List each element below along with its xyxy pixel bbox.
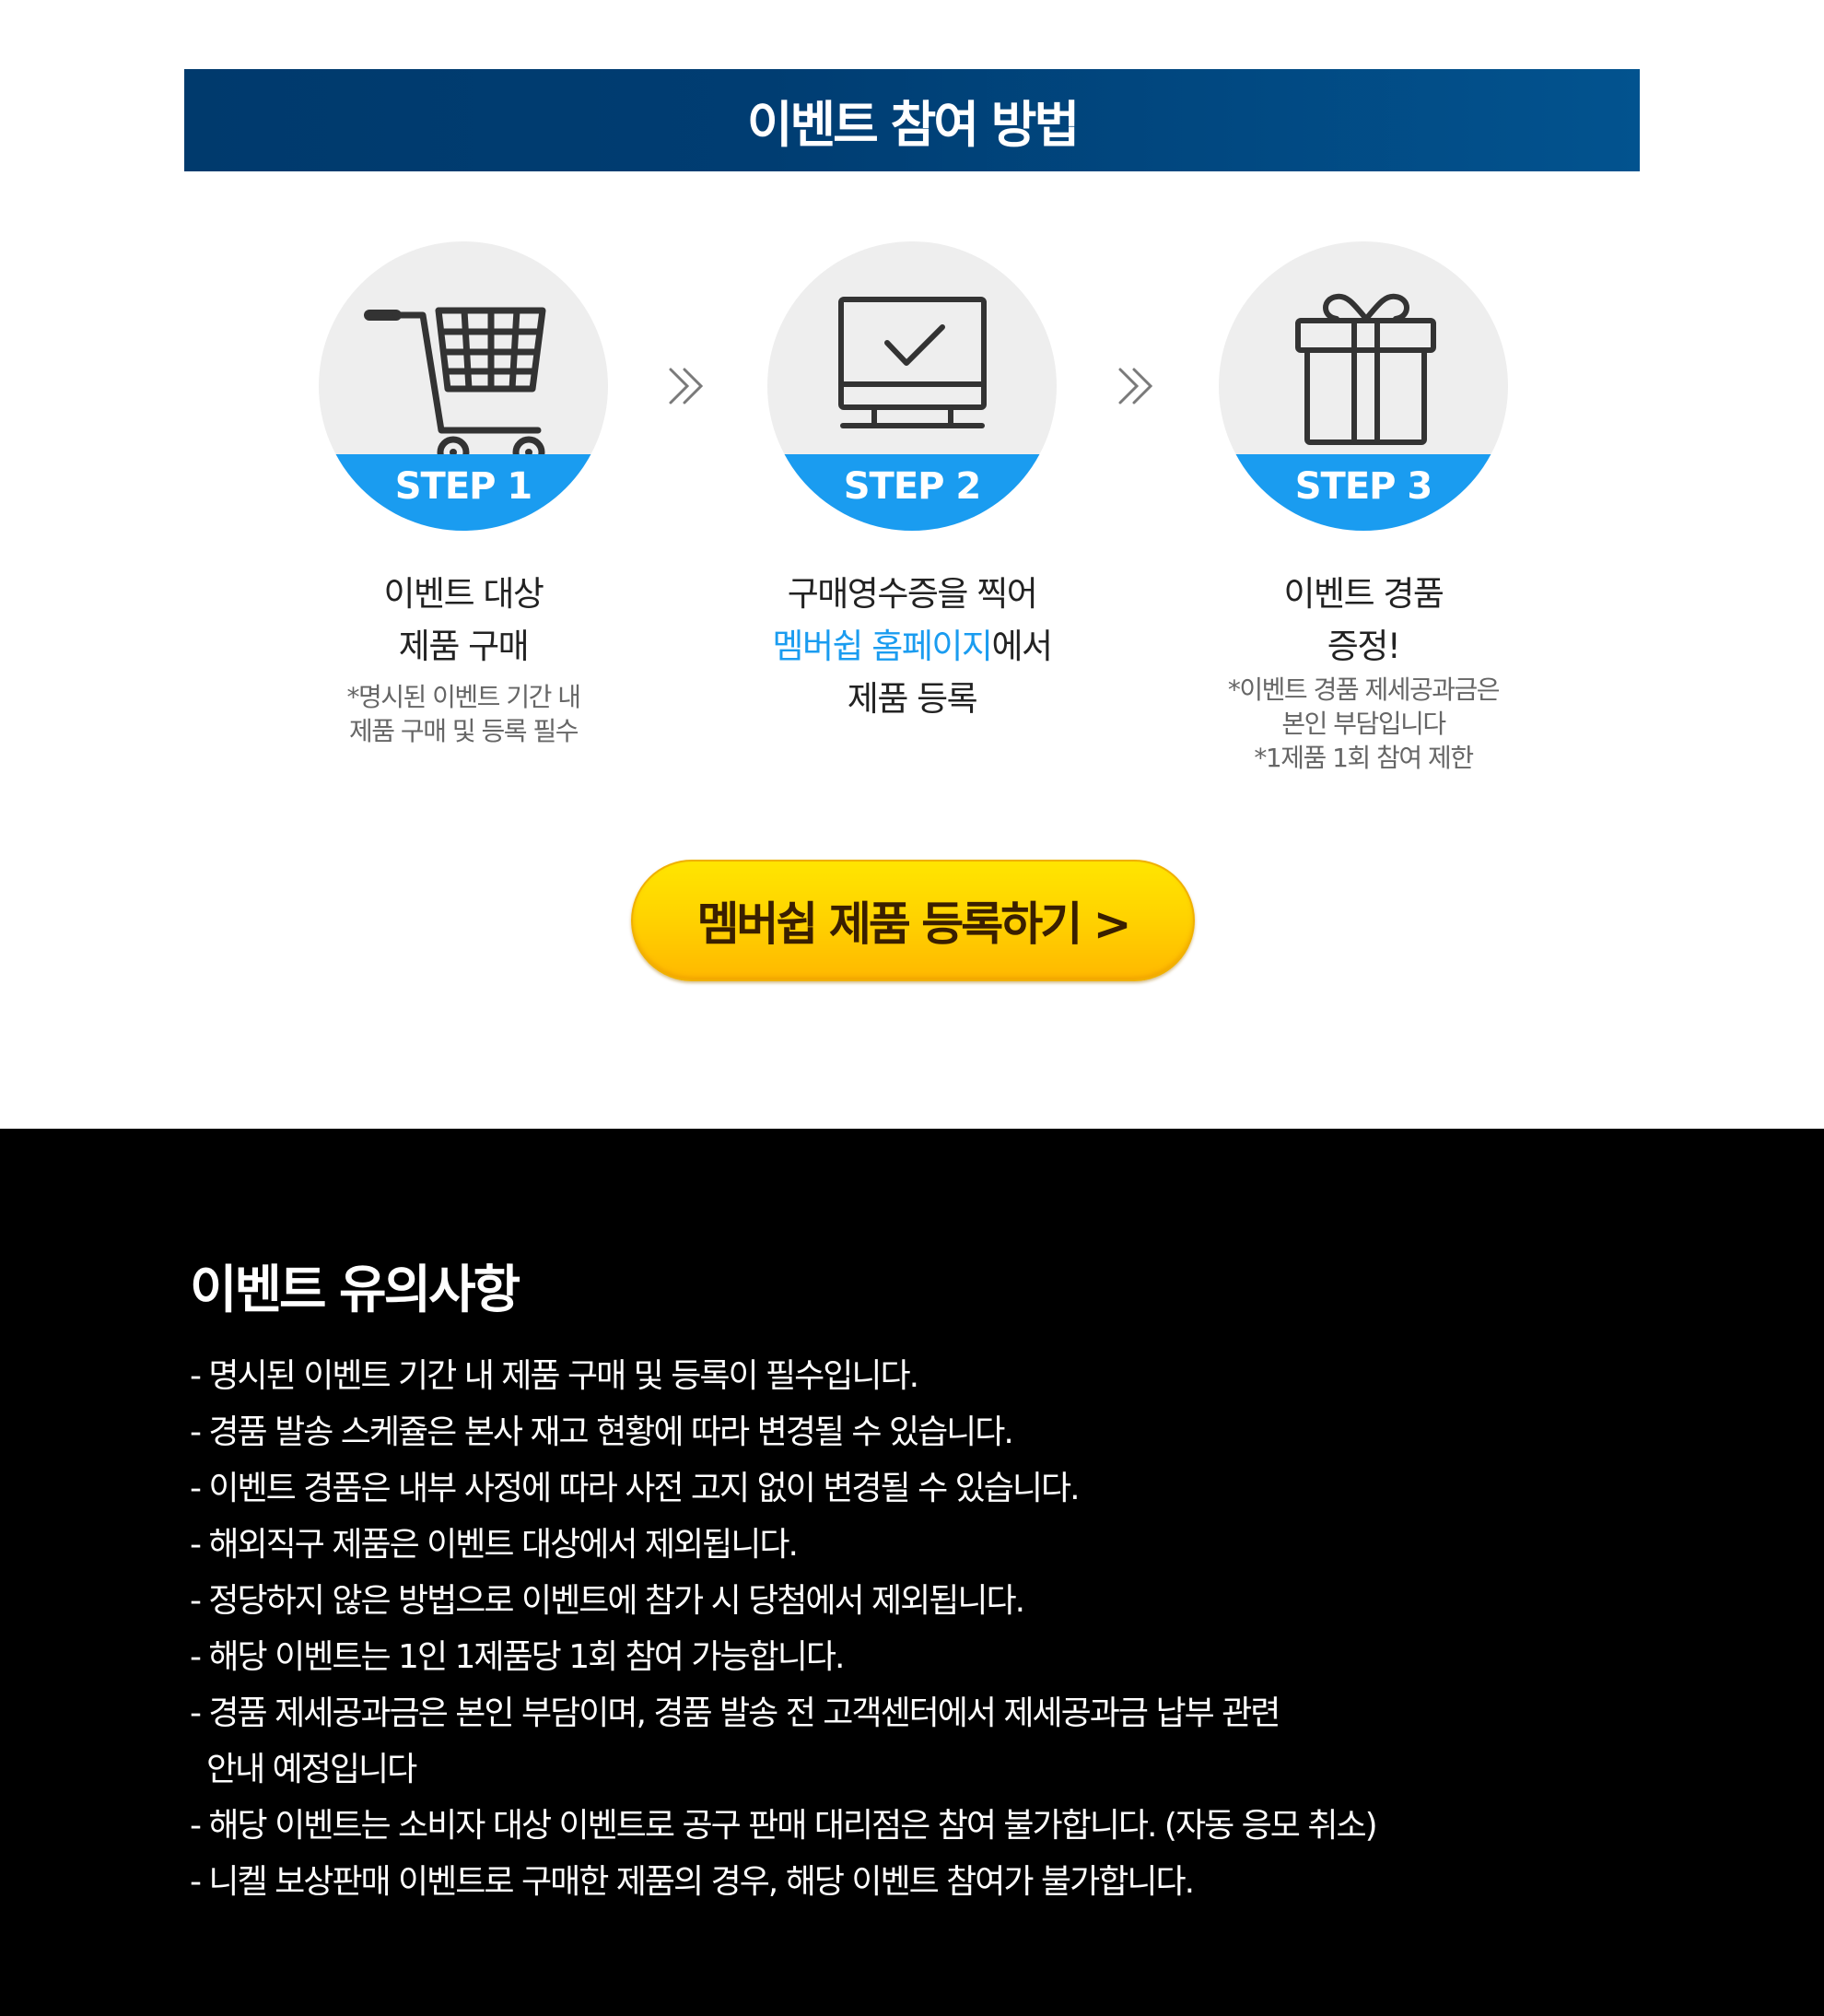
- step-1-title-line-1: 이벤트 대상: [383, 574, 544, 614]
- notice-item: - 니켈 보상판매 이벤트로 구매한 제품의 경우, 해당 이벤트 참여가 불가…: [190, 1863, 1195, 1901]
- step-3-note-line-1: *이벤트 경품 제세공과금은: [1227, 674, 1501, 705]
- notice-item: - 명시된 이벤트 기간 내 제품 구매 및 등록이 필수입니다.: [190, 1357, 919, 1395]
- gift-icon: [1295, 293, 1436, 445]
- section-title: 이벤트 참여 방법: [746, 96, 1080, 154]
- step-1-badge-label: STEP 1: [394, 465, 532, 508]
- step-3-title: 이벤트 경품 증정!: [1170, 568, 1557, 673]
- notice-list: - 명시된 이벤트 기간 내 제품 구매 및 등록이 필수입니다. - 경품 발…: [190, 1348, 1378, 1910]
- step-2-title-line-3: 제품 등록: [847, 679, 978, 719]
- step-2-badge: STEP 2: [767, 454, 1057, 531]
- step-1-title-line-2: 제품 구매: [398, 627, 530, 666]
- step-1-note-line-2: 제품 구매 및 등록 필수: [349, 716, 579, 746]
- monitor-check-icon: [838, 297, 987, 428]
- step-2-title-line-2-rest: 에서: [991, 627, 1053, 666]
- step-1-circle: STEP 1: [319, 241, 608, 531]
- notice-title: 이벤트 유의사항: [190, 1260, 520, 1320]
- step-1-badge: STEP 1: [319, 454, 608, 531]
- notice-item: - 해외직구 제품은 이벤트 대상에서 제외됩니다.: [190, 1526, 799, 1564]
- participation-section: 이벤트 참여 방법: [184, 69, 1640, 981]
- register-button-label: 멤버쉽 제품 등록하기 >: [696, 897, 1131, 951]
- step-2-title-line-2: 멤버쉽 홈페이지에서: [719, 620, 1105, 673]
- notice-item: - 정당하지 않은 방법으로 이벤트에 참가 시 당첨에서 제외됩니다.: [190, 1582, 1025, 1620]
- notice-item: - 경품 제세공과금은 본인 부담이며, 경품 발송 전 고객센터에서 제세공과…: [190, 1694, 1280, 1732]
- notice-item-continuation-text: 안내 예정입니다: [206, 1751, 417, 1788]
- section-header-bar: 이벤트 참여 방법: [184, 69, 1640, 171]
- step-1: STEP 1 이벤트 대상 제품 구매 *명시된 이벤트 기간 내 제품 구매 …: [270, 241, 657, 748]
- register-membership-product-button[interactable]: 멤버쉽 제품 등록하기 >: [631, 860, 1195, 981]
- step-3-note-line-2: 본인 부담입니다: [1281, 709, 1446, 739]
- step-3-title-line-2: 증정!: [1327, 627, 1401, 666]
- step-3-badge-label: STEP 3: [1294, 465, 1432, 508]
- step-1-note: *명시된 이벤트 기간 내 제품 구매 및 등록 필수: [270, 680, 657, 748]
- step-3-title-line-1: 이벤트 경품: [1283, 574, 1444, 614]
- step-1-title: 이벤트 대상 제품 구매: [270, 568, 657, 673]
- step-3-note-line-3: *1제품 1회 참여 제한: [1254, 743, 1474, 773]
- notice-item: - 해당 이벤트는 소비자 대상 이벤트로 공구 판매 대리점은 참여 불가합니…: [190, 1807, 1378, 1845]
- step-3: STEP 3 이벤트 경품 증정! *이벤트 경품 제세공과금은 본인 부담입니…: [1170, 241, 1557, 775]
- step-1-note-line-1: *명시된 이벤트 기간 내: [346, 682, 581, 712]
- step-3-circle: STEP 3: [1219, 241, 1508, 531]
- event-notice-section: 이벤트 유의사항 - 명시된 이벤트 기간 내 제품 구매 및 등록이 필수입니…: [0, 1129, 1824, 2016]
- step-2-circle: STEP 2: [767, 241, 1057, 531]
- double-chevron-right-icon: [1118, 368, 1153, 404]
- notice-item: - 해당 이벤트는 1인 1제품당 1회 참여 가능합니다.: [190, 1638, 845, 1676]
- step-2-title-line-1: 구매영수증을 찍어: [787, 574, 1038, 614]
- step-2-badge-label: STEP 2: [843, 465, 981, 508]
- notice-item: - 이벤트 경품은 내부 사정에 따라 사전 고지 없이 변경될 수 있습니다.: [190, 1470, 1081, 1507]
- membership-homepage-link-text: 멤버쉽 홈페이지: [772, 627, 993, 666]
- double-chevron-right-icon: [669, 368, 704, 404]
- step-3-badge: STEP 3: [1219, 454, 1508, 531]
- step-3-note: *이벤트 경품 제세공과금은 본인 부담입니다 *1제품 1회 참여 제한: [1170, 673, 1557, 775]
- step-2: STEP 2 구매영수증을 찍어 멤버쉽 홈페이지에서 제품 등록: [719, 241, 1105, 725]
- notice-item-continuation: 안내 예정입니다: [190, 1741, 1376, 1798]
- notice-item: - 경품 발송 스케쥴은 본사 재고 현황에 따라 변경될 수 있습니다.: [190, 1413, 1014, 1451]
- step-2-title: 구매영수증을 찍어 멤버쉽 홈페이지에서 제품 등록: [719, 568, 1105, 725]
